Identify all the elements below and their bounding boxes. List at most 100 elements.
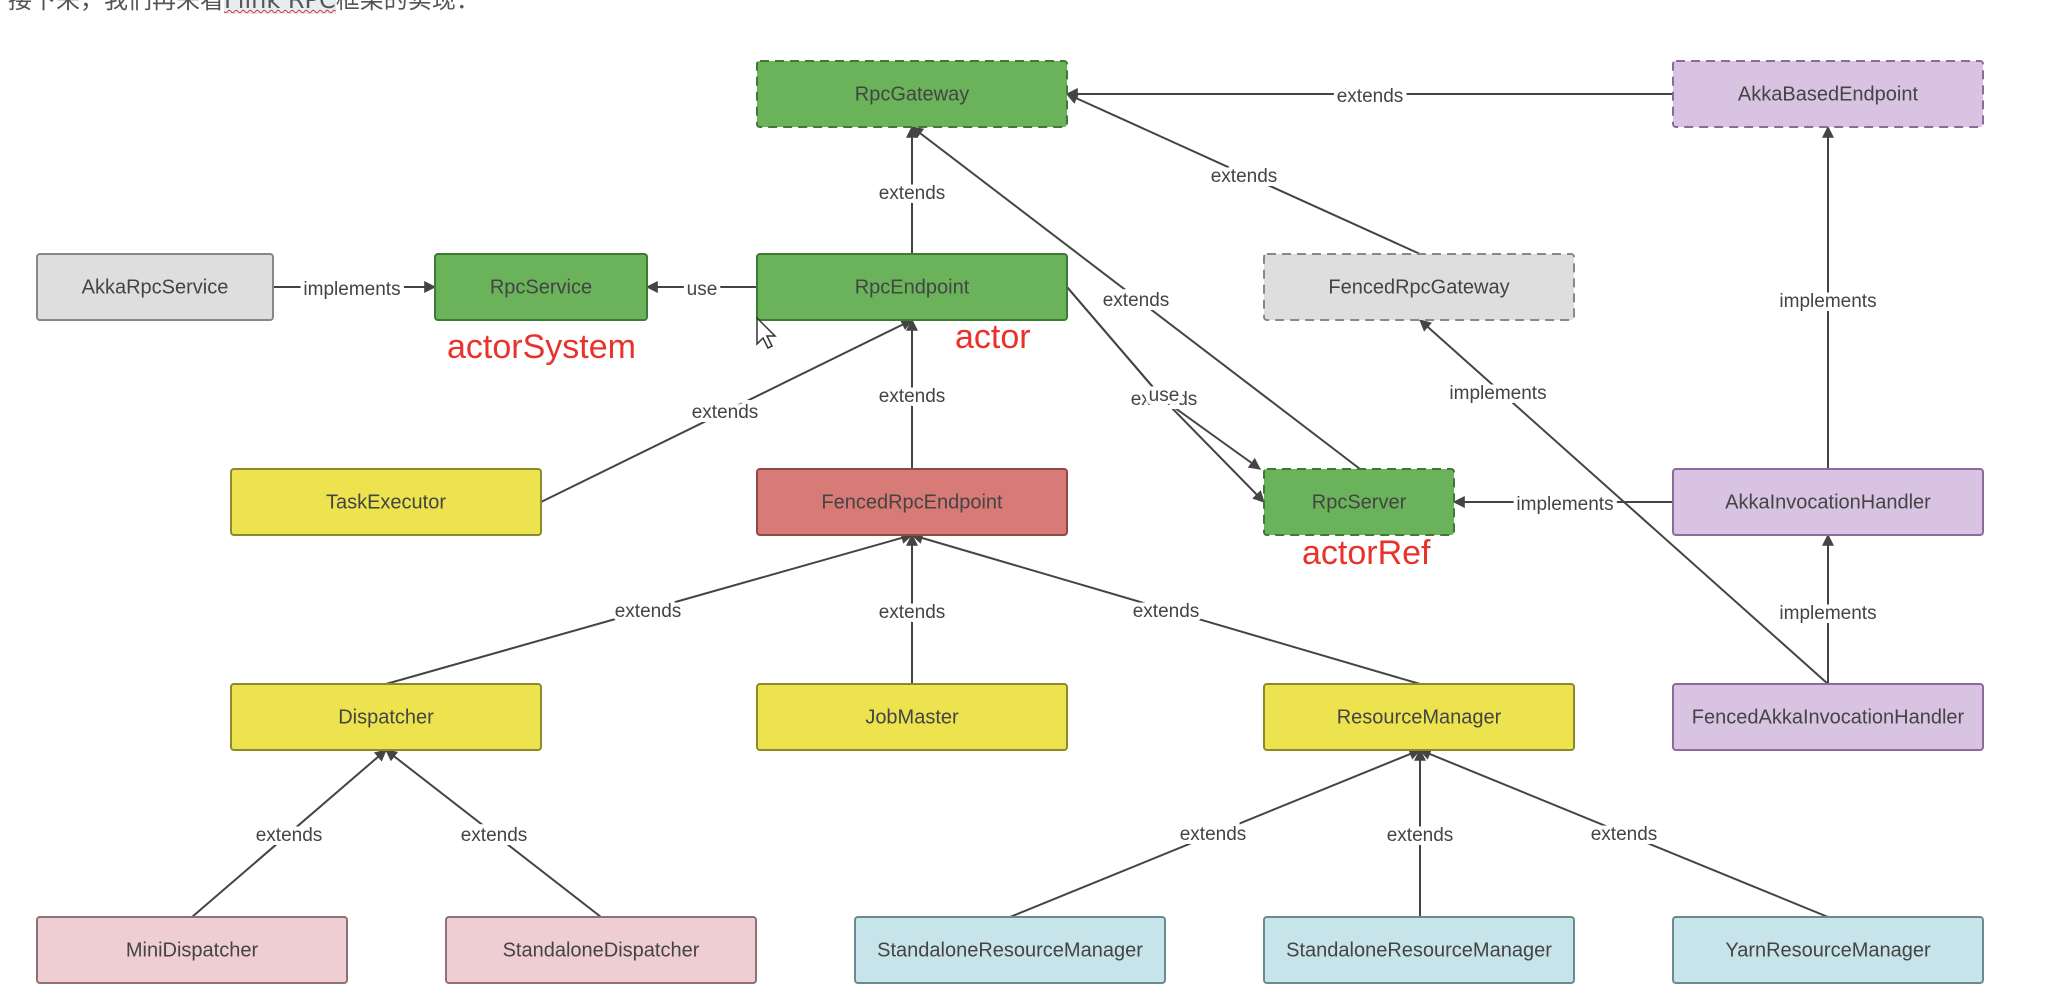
- node-box-akka-invocation-handler: [1672, 468, 1984, 536]
- edge-label-e15: extends: [615, 601, 682, 622]
- edges-layer: [191, 88, 1834, 918]
- edge-labels-layer: extends implements extends extends implement…: [252, 82, 1881, 850]
- node-label-akka-invocation-handler: AkkaInvocationHandler: [1725, 491, 1931, 513]
- node-akka-based-endpoint: AkkaBasedEndpoint: [1672, 60, 1984, 128]
- annotation-actor-system: actorSystem: [447, 328, 636, 366]
- edge-e17: [910, 532, 1421, 685]
- node-box-yarn-resource-manager: [1672, 916, 1984, 984]
- edge-label-e19: extends: [461, 825, 528, 846]
- node-box-rpc-gateway: [756, 60, 1068, 128]
- edge-e7: [1066, 286, 1261, 470]
- edge-e22: [1418, 748, 1829, 918]
- node-box-standalone-dispatcher: [445, 916, 757, 984]
- node-rpc-service: RpcService: [434, 253, 648, 321]
- edge-label-e6: use: [687, 279, 718, 300]
- node-label-yarn-resource-manager: YarnResourceManager: [1725, 939, 1931, 961]
- node-box-fenced-rpc-gateway: [1263, 253, 1575, 321]
- node-akka-invocation-handler: AkkaInvocationHandler: [1672, 468, 1984, 536]
- node-box-rpc-service: [434, 253, 648, 321]
- intro-prefix: 接下来，我们再来看: [8, 0, 224, 14]
- node-rpc-gateway: RpcGateway: [756, 60, 1068, 128]
- node-box-rpc-endpoint: [756, 253, 1068, 321]
- node-label-standalone-resource-manager1: StandaloneResourceManager: [877, 939, 1143, 961]
- node-box-akka-rpc-service: [36, 253, 274, 321]
- node-box-resource-manager: [1263, 683, 1575, 751]
- edge-label-e22: extends: [1591, 824, 1658, 845]
- edge-e10: [911, 126, 1361, 470]
- edge-e15: [385, 532, 914, 685]
- edge-label-e12: implements: [1449, 383, 1546, 404]
- node-box-dispatcher: [230, 683, 542, 751]
- edge-label-e16: extends: [879, 602, 946, 623]
- edge-label-e14: extends: [879, 386, 946, 407]
- node-label-rpc-endpoint: RpcEndpoint: [855, 276, 970, 298]
- node-task-executor: TaskExecutor: [230, 468, 542, 536]
- node-mini-dispatcher: MiniDispatcher: [36, 916, 348, 984]
- node-box-job-master: [756, 683, 1068, 751]
- edge-e4: [1065, 92, 1421, 255]
- edge-label-e18: extends: [256, 825, 323, 846]
- node-resource-manager: ResourceManager: [1263, 683, 1575, 751]
- intro-highlight: Flink RPC: [224, 0, 336, 14]
- node-standalone-resource-manager1: StandaloneResourceManager: [854, 916, 1166, 984]
- edge-label-e13: implements: [1779, 603, 1876, 624]
- node-akka-rpc-service: AkkaRpcService: [36, 253, 274, 321]
- annotation-actor-ref: actorRef: [1302, 534, 1431, 572]
- node-label-standalone-resource-manager2: StandaloneResourceManager: [1286, 939, 1552, 961]
- edge-e18: [191, 749, 387, 918]
- edge-e20: [1009, 748, 1422, 918]
- node-label-task-executor: TaskExecutor: [326, 491, 446, 513]
- node-fenced-rpc-endpoint: FencedRpcEndpoint: [756, 468, 1068, 536]
- node-standalone-dispatcher: StandaloneDispatcher: [445, 916, 757, 984]
- edge-label-e8: use: [1149, 385, 1180, 406]
- node-box-rpc-server: [1263, 468, 1455, 536]
- edge-e8: [1066, 286, 1265, 503]
- node-box-standalone-resource-manager1: [854, 916, 1166, 984]
- node-box-fenced-akka-invocation-handler: [1672, 683, 1984, 751]
- node-standalone-resource-manager2: StandaloneResourceManager: [1263, 916, 1575, 984]
- node-label-resource-manager: ResourceManager: [1337, 706, 1502, 728]
- node-label-fenced-rpc-endpoint: FencedRpcEndpoint: [821, 491, 1003, 513]
- node-label-rpc-gateway: RpcGateway: [855, 83, 970, 105]
- annotation-actor: actor: [955, 318, 1031, 356]
- node-box-fenced-rpc-endpoint: [756, 468, 1068, 536]
- edge-label-e17: extends: [1133, 601, 1200, 622]
- edge-label-e1: extends: [1337, 86, 1404, 107]
- edge-label-e20: extends: [1180, 824, 1247, 845]
- node-box-akka-based-endpoint: [1672, 60, 1984, 128]
- edge-label-e7: extends: [1131, 389, 1198, 410]
- edge-label-e11: extends: [692, 402, 759, 423]
- edge-label-e2: implements: [1779, 291, 1876, 312]
- node-job-master: JobMaster: [756, 683, 1068, 751]
- edge-label-e3: extends: [879, 183, 946, 204]
- edge-label-e9: implements: [1516, 494, 1613, 515]
- node-label-fenced-akka-invocation-handler: FencedAkkaInvocationHandler: [1692, 706, 1965, 728]
- edge-label-e5: implements: [303, 279, 400, 300]
- node-dispatcher: Dispatcher: [230, 683, 542, 751]
- edge-label-e10: extends: [1103, 290, 1170, 311]
- edge-label-e4: extends: [1211, 166, 1278, 187]
- edge-e12: [1419, 319, 1829, 685]
- edge-label-e21: extends: [1387, 825, 1454, 846]
- edge-e11: [540, 319, 914, 503]
- node-label-mini-dispatcher: MiniDispatcher: [126, 939, 259, 961]
- node-label-akka-based-endpoint: AkkaBasedEndpoint: [1738, 83, 1919, 105]
- node-label-rpc-service: RpcService: [490, 276, 592, 298]
- intro-text: 接下来，我们再来看Flink RPC框架的实现：: [8, 0, 480, 15]
- node-label-job-master: JobMaster: [865, 706, 959, 728]
- nodes-layer: RpcGateway AkkaBasedEndpointAkkaRpcServic…: [36, 60, 1984, 984]
- annotations-layer: actorSystem actor actorRef: [447, 316, 1431, 572]
- node-label-standalone-dispatcher: StandaloneDispatcher: [503, 939, 700, 961]
- node-label-fenced-rpc-gateway: FencedRpcGateway: [1328, 276, 1509, 298]
- node-label-akka-rpc-service: AkkaRpcService: [82, 276, 229, 298]
- node-label-rpc-server: RpcServer: [1312, 491, 1407, 513]
- node-yarn-resource-manager: YarnResourceManager: [1672, 916, 1984, 984]
- node-fenced-rpc-gateway: FencedRpcGateway: [1263, 253, 1575, 321]
- node-label-dispatcher: Dispatcher: [338, 706, 434, 728]
- node-box-task-executor: [230, 468, 542, 536]
- intro-suffix: 框架的实现：: [335, 0, 480, 14]
- node-box-standalone-resource-manager2: [1263, 916, 1575, 984]
- node-box-mini-dispatcher: [36, 916, 348, 984]
- edge-e19: [385, 749, 602, 918]
